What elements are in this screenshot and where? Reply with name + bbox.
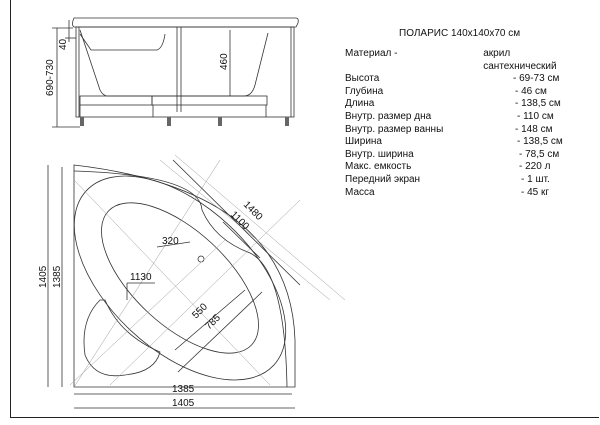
basin-outer-outline (73, 175, 287, 381)
dim-1405-left-label: 1405 (38, 265, 49, 288)
spec-row: Внутр. размер ванны - 148 см (345, 124, 585, 137)
spec-label: Длина (345, 98, 375, 110)
dim-height-label: 690-730 (45, 59, 56, 96)
plan-view (47, 154, 346, 409)
spec-row: Внутр. ширина - 78,5 см (345, 149, 585, 162)
drawing-frame (10, 0, 599, 418)
spec-value: акрил сантехнический (483, 48, 557, 72)
spec-row: Внутр. размер дна - 110 см (345, 111, 585, 124)
spec-value: - 78,5 см (519, 148, 560, 160)
spec-row: Масса - 45 кг (345, 187, 585, 200)
spec-row: Передний экран - 1 шт. (345, 174, 585, 187)
spec-label: Внутр. размер дна (345, 110, 432, 122)
spec-label: Высота (345, 73, 380, 85)
drain-icon (197, 255, 205, 263)
dim-line-1100 (222, 221, 261, 259)
bath-basin-profile (79, 29, 269, 97)
dim-line-1480 (172, 159, 301, 286)
spec-table: Материал - акрил сантехнический Высота - 6… (345, 48, 585, 199)
spec-label: Ширина (345, 136, 382, 148)
dim-line-785 (177, 291, 263, 373)
spec-label: Внутр. размер ванны (345, 123, 444, 135)
bath-rim (72, 17, 299, 28)
spec-value: - 220 л (519, 161, 551, 173)
dim-depth-label: 460 (219, 53, 230, 70)
dim-550-label: 550 (190, 301, 210, 321)
rim-inner-line (73, 170, 288, 388)
spec-label: Внутр. ширина (345, 148, 414, 160)
spec-value: - 46 см (515, 85, 547, 97)
dim-320-label: 320 (162, 236, 179, 247)
spec-value: - 1 шт. (521, 173, 550, 185)
dim-1385-bottom-label: 1385 (172, 384, 195, 395)
product-title: ПОЛАРИС 140x140x70 см (399, 28, 521, 39)
dim-rim-label: 40 (58, 38, 69, 50)
spec-row: Ширина - 138,5 см (345, 136, 585, 149)
bath-seat-profile (79, 33, 166, 51)
spec-row: Макс. емкость - 220 л (345, 161, 585, 174)
spec-value: - 138,5 см (517, 136, 563, 148)
spec-row: Длина - 138,5 см (345, 98, 585, 111)
spec-value: - 110 см (517, 110, 554, 122)
construction-lines (69, 154, 346, 388)
dim-1130-label: 1130 (130, 272, 152, 283)
side-view (52, 17, 299, 128)
spec-value: - 148 см (515, 123, 553, 135)
dim-785-label: 785 (203, 312, 223, 332)
bath-frame (75, 26, 295, 118)
feet (80, 117, 289, 126)
spec-row: Глубина - 46 см (345, 86, 585, 99)
spec-row: Высота - 69-73 см (345, 73, 585, 86)
spec-value: - 138,5 см (515, 98, 561, 110)
spec-value: - 45 кг (521, 186, 550, 198)
bath-outline (73, 164, 296, 388)
dim-1405-bottom-label: 1405 (172, 398, 195, 409)
spec-label: Макс. емкость (345, 161, 412, 173)
spec-value: - 69-73 см (513, 73, 560, 85)
dim-1385-left-label: 1385 (52, 265, 63, 288)
spec-label: Глубина (345, 85, 384, 97)
spec-label: Масса (345, 186, 375, 198)
spec-label: Передний экран (345, 173, 421, 185)
spec-label: Материал - (345, 48, 398, 59)
seat-outline (83, 299, 161, 377)
leader-320 (156, 241, 191, 248)
dim-line-550 (174, 289, 246, 351)
spec-row: Материал - акрил сантехнический (345, 48, 585, 73)
